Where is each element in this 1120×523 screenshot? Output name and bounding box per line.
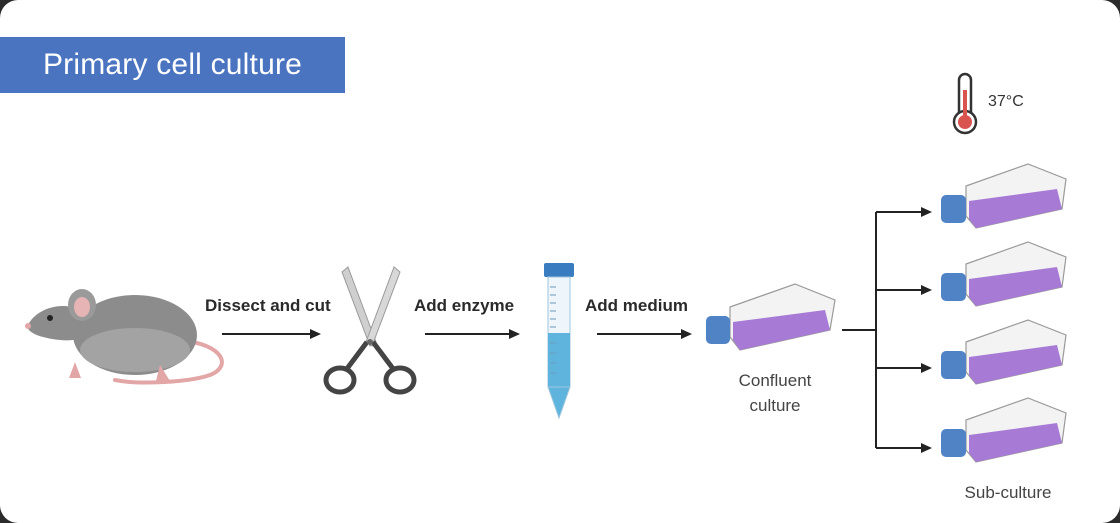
subculture-flask-2	[941, 241, 1067, 307]
arrow-medium	[597, 329, 692, 339]
branch-arrows	[842, 207, 932, 453]
scissors-icon	[323, 266, 417, 395]
subculture-flask-4	[941, 397, 1067, 463]
subculture-flask-3	[941, 319, 1067, 385]
arrow-enzyme	[425, 329, 520, 339]
confluent-caption: Confluent culture	[715, 368, 835, 418]
mouse-illustration	[25, 289, 224, 385]
step-label-dissect: Dissect and cut	[205, 296, 331, 315]
step-label-medium: Add medium	[585, 296, 688, 315]
centrifuge-tube-icon	[544, 263, 574, 420]
temperature-label: 37°C	[988, 93, 1024, 110]
page-title: Primary cell culture	[42, 48, 303, 81]
culture-flask-icon	[706, 283, 836, 351]
step-label-enzyme: Add enzyme	[414, 296, 515, 315]
arrow-dissect	[222, 329, 321, 339]
subculture-flask-1	[941, 163, 1067, 229]
confluent-caption-line1: Confluent	[738, 371, 812, 390]
subculture-caption: Sub-culture	[964, 483, 1052, 502]
title-banner: Primary cell culture	[0, 37, 345, 93]
thermometer-icon	[952, 72, 978, 135]
confluent-caption-line2: culture	[749, 396, 801, 415]
